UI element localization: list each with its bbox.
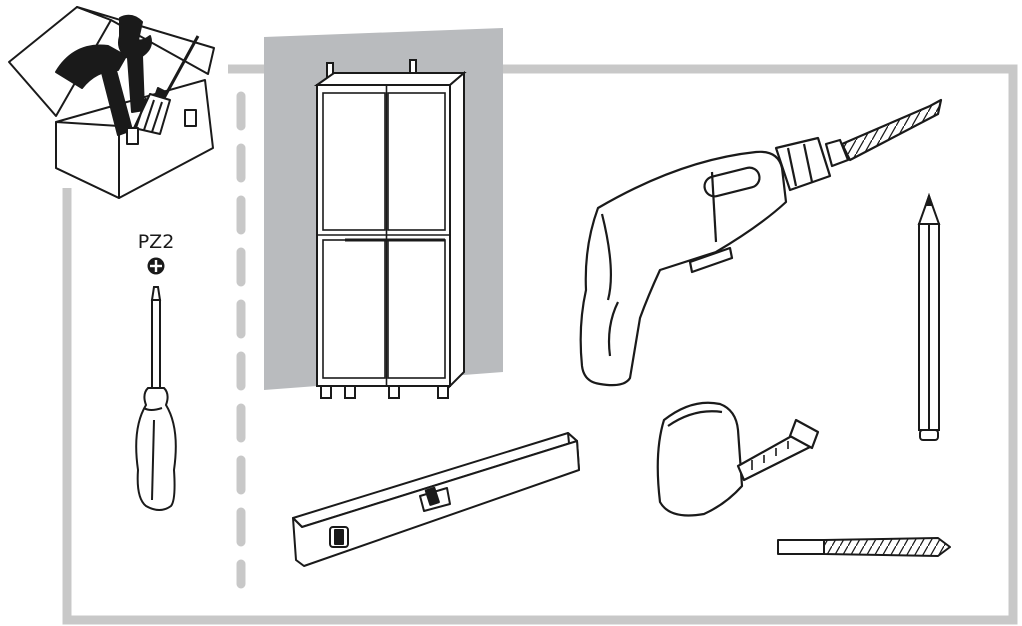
frame: [62, 64, 1018, 625]
bit-label: PZ2: [138, 231, 175, 253]
tape-measure-icon: [656, 401, 820, 517]
pencil-icon: [917, 192, 941, 441]
drill-bit-icon: [777, 537, 951, 557]
spirit-level-icon: [292, 432, 580, 567]
screwdriver-icon: [135, 286, 177, 511]
screwdriver-group: PZ2: [135, 231, 177, 511]
phillips-head-icon: [147, 257, 165, 275]
drill-icon: [579, 98, 943, 387]
cabinet-illustration: [264, 28, 503, 399]
toolbox-icon: [8, 6, 215, 199]
